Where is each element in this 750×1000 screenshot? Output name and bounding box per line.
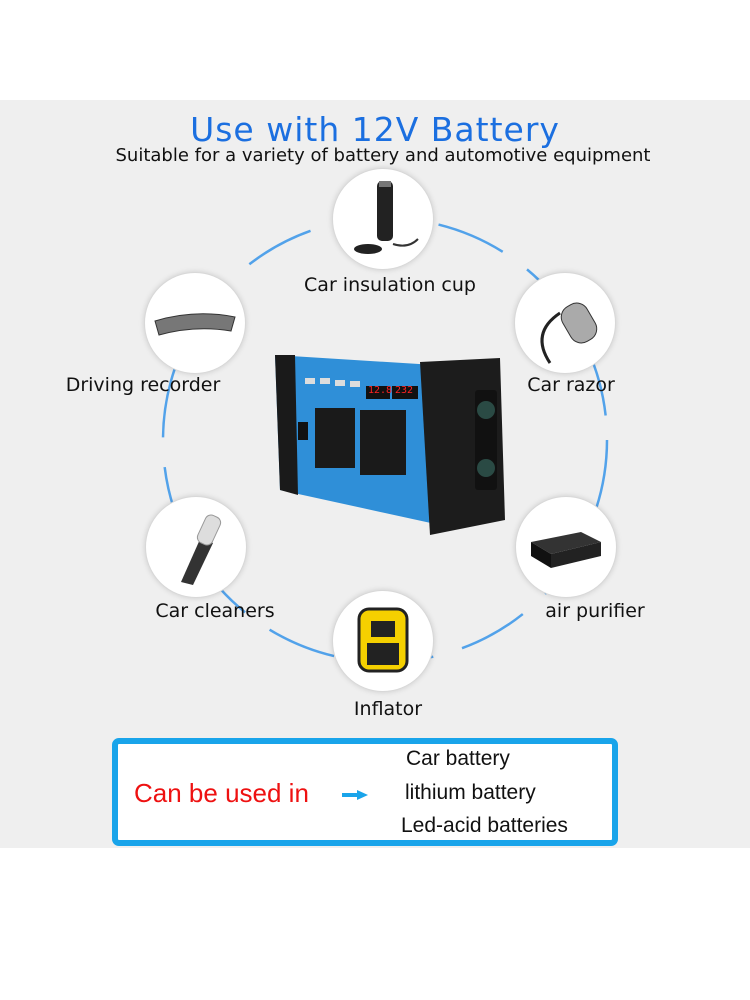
battery-type: Led-acid batteries <box>401 814 568 837</box>
usage-box: Can be used in Car battery lithium batte… <box>112 738 618 846</box>
output-voltage-display: 232 <box>395 385 414 396</box>
vacuum-cleaner-icon <box>145 496 247 598</box>
device-label: Car cleaners <box>155 600 275 622</box>
arrow-right-icon <box>342 790 368 800</box>
power-inverter-image: 12.8 232 <box>270 350 510 540</box>
page-subtitle: Suitable for a variety of battery and au… <box>115 145 651 166</box>
device-label: Driving recorder <box>65 374 221 396</box>
razor-icon <box>514 272 616 374</box>
input-voltage-display: 12.8 <box>368 385 393 396</box>
rearview-mirror-icon <box>144 272 246 374</box>
air-purifier-icon <box>515 496 617 598</box>
device-label: Car razor <box>527 374 615 396</box>
device-label: Inflator <box>353 698 423 720</box>
usage-label: Can be used in <box>134 778 309 808</box>
device-label: air purifier <box>545 600 645 622</box>
page-title: Use with 12V Battery <box>190 110 560 149</box>
battery-type: lithium battery <box>405 781 536 804</box>
device-label: Car insulation cup <box>304 274 476 296</box>
tire-inflator-icon <box>332 590 434 692</box>
battery-type: Car battery <box>406 747 510 770</box>
insulation-cup-icon <box>332 168 434 270</box>
